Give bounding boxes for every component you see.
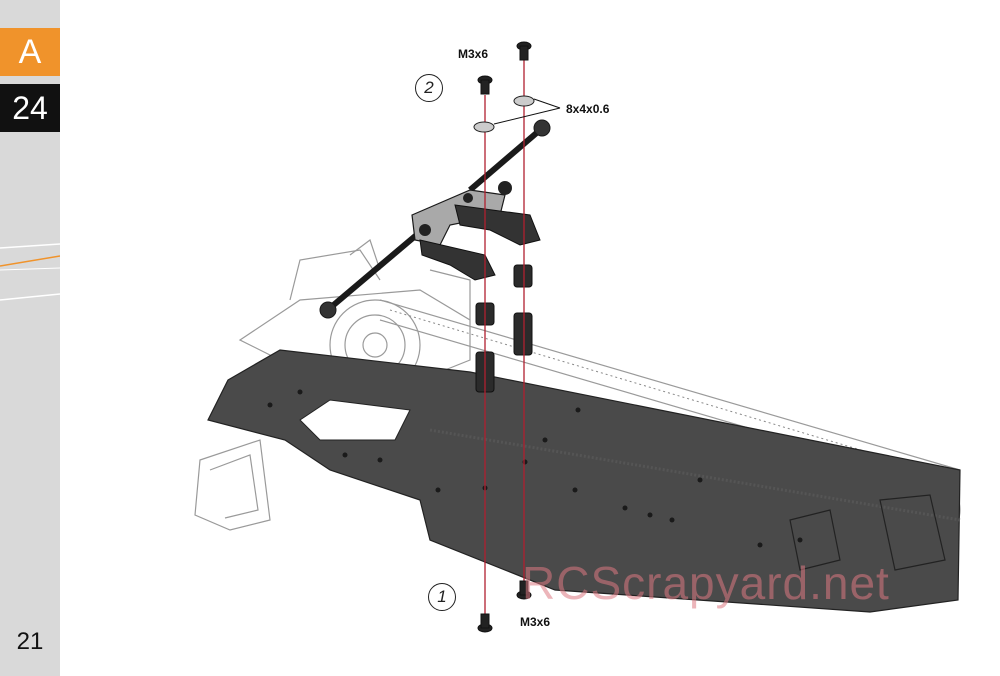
section-tab: A bbox=[0, 28, 60, 76]
bottom-screw-icon-2 bbox=[516, 580, 532, 600]
top-screw-label: M3x6 bbox=[458, 47, 489, 61]
washer-icon-2 bbox=[473, 121, 495, 133]
chassis-cutout bbox=[299, 399, 411, 441]
washer-label: 8x4x0.6 bbox=[566, 102, 610, 116]
sidebar: A 24 21 bbox=[0, 0, 60, 676]
rear-bulkhead bbox=[789, 494, 946, 571]
steering-arm-front bbox=[419, 239, 496, 281]
step-marker-2: 2 bbox=[415, 74, 443, 102]
sidebar-decor-lines bbox=[0, 243, 60, 301]
bottom-screw-label: M3x6 bbox=[520, 615, 551, 629]
steering-link bbox=[319, 119, 551, 319]
top-screw-icon-2 bbox=[516, 41, 532, 61]
top-screw-icon bbox=[477, 75, 493, 95]
steering-arm-rear bbox=[454, 204, 541, 246]
step-marker-1: 1 bbox=[428, 583, 456, 611]
guide-lines bbox=[484, 60, 525, 615]
washer-callout-lines bbox=[493, 98, 561, 125]
step-number-tab: 24 bbox=[0, 84, 60, 132]
bottom-screw-icon bbox=[477, 613, 493, 633]
washer-icon bbox=[513, 95, 535, 107]
watermark: RCScrapyard.net bbox=[522, 557, 890, 609]
page-number: 21 bbox=[16, 628, 44, 655]
